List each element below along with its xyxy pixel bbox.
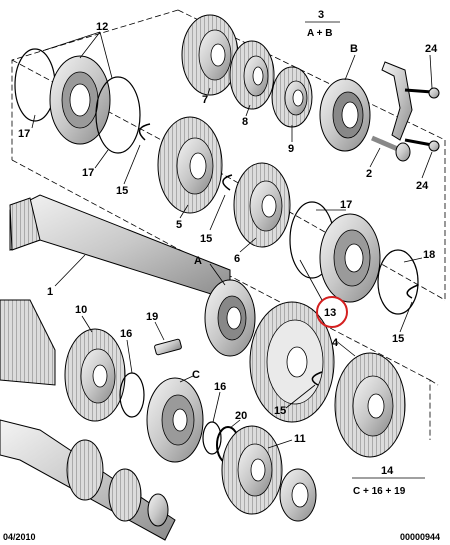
callout-15-b: 15 — [200, 233, 212, 245]
callout-18: 18 — [423, 249, 435, 261]
leader-lines — [31, 31, 433, 449]
callout-20: 20 — [235, 410, 247, 422]
callout-17-right: 17 — [340, 199, 352, 211]
bolt-2 — [371, 135, 411, 162]
gear-5 — [157, 116, 223, 214]
callout-14: 14 — [381, 465, 394, 477]
secondary-shaft-stub — [0, 299, 56, 386]
callout-15-d: 15 — [274, 405, 286, 417]
callout-17-mid: 17 — [82, 167, 94, 179]
gear-8 — [229, 40, 275, 110]
callout-12: 12 — [96, 21, 108, 33]
callout-14-subtitle: C + 16 + 19 — [353, 486, 406, 497]
footer-reference: 00000944 — [400, 532, 440, 542]
callout-3-subtitle: A + B — [307, 28, 332, 39]
gear-13 — [249, 301, 335, 423]
callout-3: 3 — [318, 9, 324, 21]
screw-24-top — [404, 87, 440, 99]
callout-4: 4 — [332, 337, 339, 349]
callout-10: 10 — [75, 304, 87, 316]
callout-1: 1 — [47, 286, 53, 298]
gear-10 — [64, 328, 126, 422]
gear-7 — [181, 14, 239, 96]
callout-A: A — [194, 255, 202, 267]
callout-11: 11 — [294, 433, 306, 445]
gear-11 — [221, 425, 283, 515]
synchronizer-ring-right — [289, 201, 419, 315]
bearing-A — [204, 279, 256, 357]
ring-16-left — [119, 372, 145, 418]
callout-16-right: 16 — [214, 381, 226, 393]
callout-C: C — [192, 369, 200, 381]
callout-5: 5 — [176, 219, 182, 231]
bearing-B — [319, 78, 371, 152]
bearing-right-bottom — [279, 468, 317, 522]
key-19 — [154, 338, 182, 356]
synchronizer-ring-12 — [14, 48, 141, 154]
main-shaft-1 — [9, 194, 231, 301]
callout-2: 2 — [366, 168, 372, 180]
c-clips-15 — [138, 123, 419, 386]
callout-15-a: 15 — [116, 185, 128, 197]
callout-24-bottom: 24 — [416, 180, 429, 192]
callout-6: 6 — [234, 253, 240, 265]
callout-B: B — [350, 43, 358, 55]
synchronizer-hub-C — [146, 377, 204, 463]
callout-13: 13 — [324, 307, 336, 319]
callout-8: 8 — [242, 116, 248, 128]
highlight-circle — [316, 296, 348, 328]
footer-date: 04/2010 — [3, 532, 36, 542]
callout-19: 19 — [146, 311, 158, 323]
assembled-secondary-shaft — [0, 419, 176, 541]
gear-4 — [334, 352, 406, 458]
callout-labels: 12 3 A + B 24 B 7 8 9 17 17 15 2 24 5 15… — [18, 9, 438, 497]
callout-15-c: 15 — [392, 333, 404, 345]
callout-16-left: 16 — [120, 328, 132, 340]
callout-7: 7 — [202, 94, 208, 106]
gear-6 — [233, 162, 291, 248]
retaining-plate — [381, 61, 413, 141]
callout-9: 9 — [288, 143, 294, 155]
circlip-16-right — [202, 421, 222, 455]
gear-9 — [271, 66, 313, 128]
callout-17-left: 17 — [18, 128, 30, 140]
screw-24-bottom — [404, 138, 440, 152]
group-underlines — [305, 21, 425, 479]
leader-13 — [299, 259, 323, 301]
callout-24-top: 24 — [425, 43, 438, 55]
